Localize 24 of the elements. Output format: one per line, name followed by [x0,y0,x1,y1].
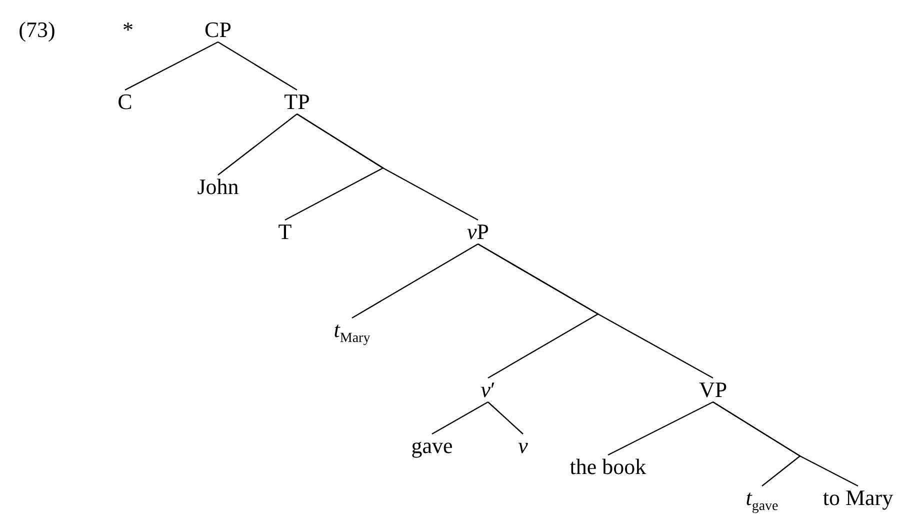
tree-node-label: T [278,220,292,244]
tree-branch [478,243,714,379]
tree-node-label: gave [411,434,453,458]
tree-branch [608,401,714,456]
tree-branch [488,402,524,434]
tree-branch [432,401,488,435]
tree-branch [218,41,298,91]
ungrammatical-mark: * [122,18,134,42]
tree-node-label: the book [570,455,646,479]
tree-branch [352,243,478,319]
tree-node-label: CP [204,18,232,42]
tree-node-label: John [197,175,239,199]
tree-node-label: to Mary [822,486,894,510]
tree-node-label: VP [698,378,728,402]
tree-branch [712,402,858,487]
tree-node-label: v′ [480,378,496,402]
tree-node-label: vP [467,220,489,244]
tree-node-label: C [118,90,132,114]
example-number: (73) [18,18,56,42]
tree-branch [296,114,478,221]
tree-node-label: v [518,434,528,458]
tree-node-label: TP [284,90,310,114]
tree-branch [218,114,298,176]
tree-branch [124,41,218,91]
